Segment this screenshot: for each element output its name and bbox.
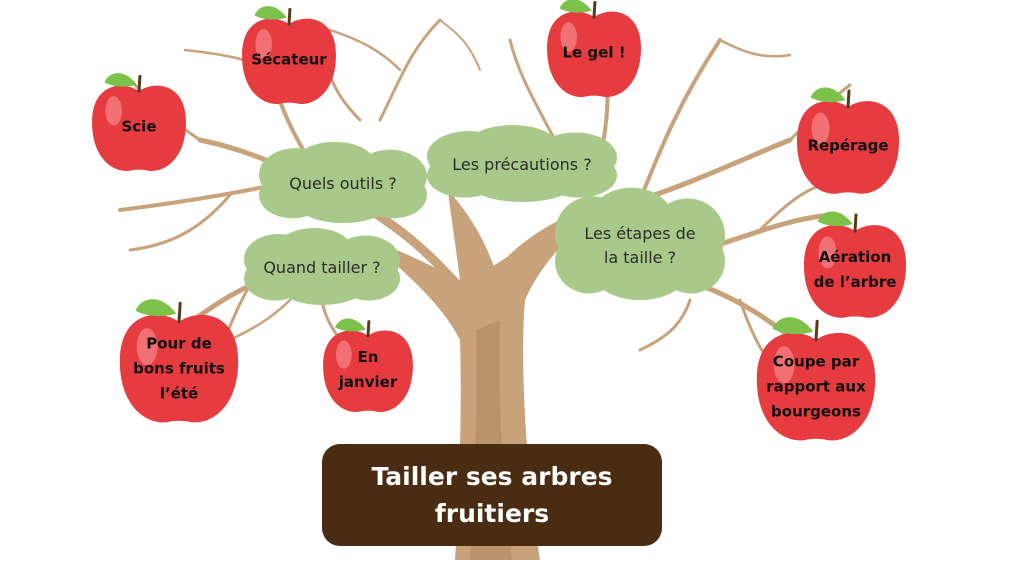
apple-coupe — [756, 317, 876, 441]
title-banner: Tailler ses arbres fruitiers — [322, 444, 662, 546]
leaf-icon — [135, 299, 177, 317]
cloud-label-tools: Quels outils ? — [289, 174, 397, 193]
leaf-icon — [254, 6, 287, 20]
apple-label-aeration: Aération de l’arbre — [813, 248, 897, 291]
cloud-precautions — [427, 125, 617, 202]
apple-ete — [119, 299, 239, 423]
apple-secateur — [242, 6, 336, 104]
leaf-icon — [559, 0, 592, 13]
leaf-icon — [772, 317, 814, 335]
apple-aeration — [803, 211, 907, 318]
apple-scie — [92, 73, 186, 171]
cloud-label-precautions: Les précautions ? — [452, 155, 592, 174]
cloud-tools — [259, 141, 427, 223]
apple-reperage — [796, 87, 900, 194]
question-clouds — [244, 125, 725, 306]
cloud-when — [244, 228, 400, 306]
apple-label-reperage: Repérage — [807, 136, 889, 155]
answer-apples — [92, 0, 907, 441]
apple-label-coupe: Coupe par rapport aux bourgeons — [766, 352, 866, 421]
apple-gel — [547, 0, 641, 97]
cloud-steps — [555, 187, 725, 300]
apple-label-gel: Le gel ! — [562, 43, 626, 62]
cloud-label-when: Quand tailler ? — [263, 258, 381, 277]
apple-janvier — [323, 318, 413, 413]
leaf-icon — [810, 87, 846, 103]
apple-label-ete: Pour de bons fruits l’été — [133, 334, 225, 403]
leaf-icon — [335, 318, 366, 332]
leaf-icon — [104, 73, 137, 87]
apple-label-secateur: Sécateur — [251, 50, 327, 69]
apple-label-scie: Scie — [121, 117, 157, 136]
cloud-label-steps: Les étapes de la taille ? — [584, 224, 696, 267]
apple-label-janvier: En janvier — [338, 348, 398, 391]
leaf-icon — [817, 211, 853, 227]
page-title: Tailler ses arbres fruitiers — [371, 462, 613, 528]
